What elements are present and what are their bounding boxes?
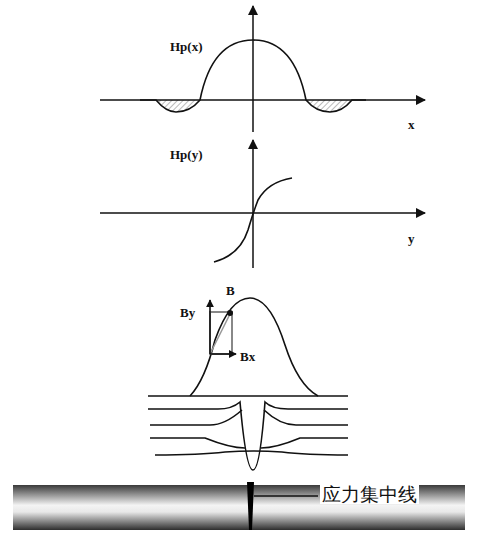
field-lines — [148, 298, 348, 470]
vector-label: Bx — [240, 350, 255, 363]
hpy-chart — [100, 140, 425, 268]
axis-label: y — [408, 232, 415, 245]
axis-label: Hp(x) — [170, 40, 203, 53]
specimen-bar — [13, 482, 465, 530]
axis-label: x — [408, 118, 415, 131]
axis-label: Hp(y) — [170, 148, 203, 161]
vector-label: By — [180, 306, 195, 319]
vector-label: B — [226, 284, 235, 297]
hpx-chart — [100, 6, 425, 132]
callout-label: 应力集中线 — [320, 485, 419, 504]
field-vector — [210, 300, 236, 354]
